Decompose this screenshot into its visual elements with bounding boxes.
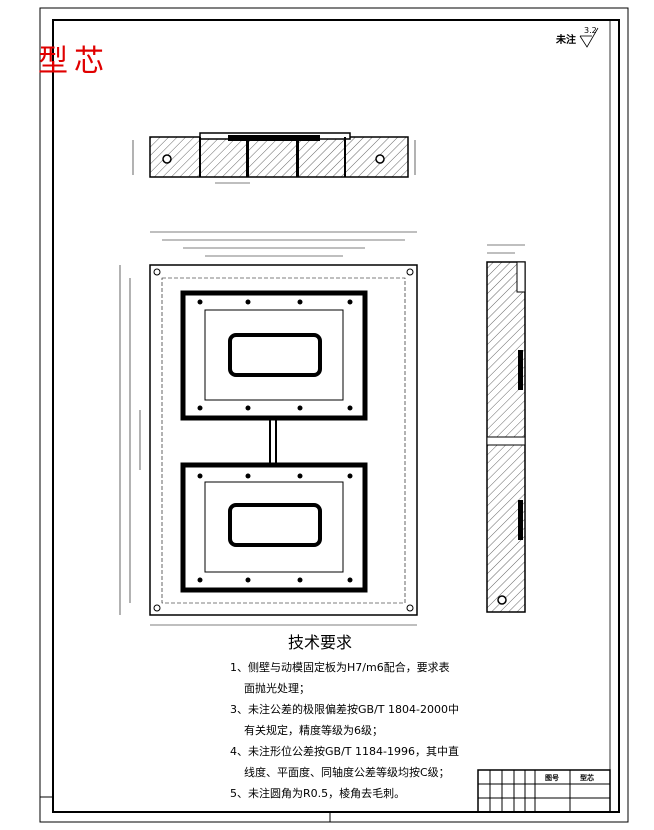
side-section-view xyxy=(486,244,526,613)
roughness-note: 未注 xyxy=(556,35,576,46)
technical-requirements: 技术要求 1、侧壁与动模固定板为H7/m6配合，要求表 面抛光处理； 3、未注公… xyxy=(230,632,459,804)
requirement-4: 4、未注形位公差按GB/T 1184-1996，其中直 xyxy=(230,745,459,758)
part-name-title: 型芯 xyxy=(38,44,110,79)
title-block-part-name: 型芯 xyxy=(580,774,594,782)
requirement-5: 5、未注圆角为R0.5，棱角去毛刺。 xyxy=(230,787,406,800)
requirement-1: 1、侧壁与动模固定板为H7/m6配合，要求表 xyxy=(230,661,450,674)
title-block xyxy=(477,769,611,813)
requirement-4-cont: 线度、平面度、同轴度公差等级均按C级； xyxy=(244,766,450,779)
requirement-1-cont: 面抛光处理； xyxy=(244,682,310,695)
outer-frame xyxy=(39,7,629,823)
requirement-3-cont: 有关规定，精度等级为6级； xyxy=(244,724,383,737)
roughness-value: 3.2 xyxy=(584,26,597,35)
title-block-drawing-no: 图号 xyxy=(545,774,559,782)
inner-frame xyxy=(52,19,620,813)
requirements-title: 技术要求 xyxy=(288,633,353,652)
top-section-view xyxy=(132,132,416,184)
front-view xyxy=(119,231,418,626)
requirement-3: 3、未注公差的极限偏差按GB/T 1804-2000中 xyxy=(230,703,459,716)
